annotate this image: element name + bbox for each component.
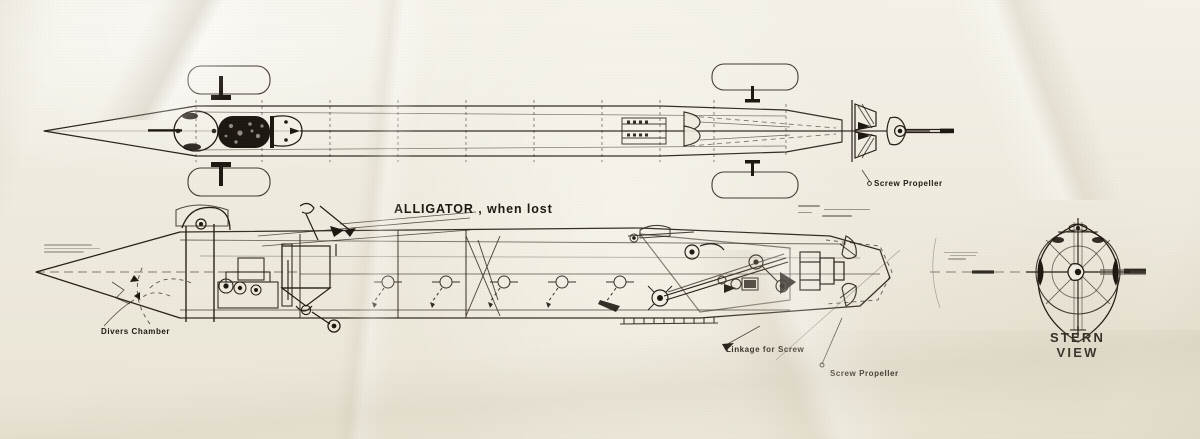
stern-view-caption: STERN VIEW bbox=[1050, 330, 1105, 360]
plan-view-top bbox=[43, 63, 954, 199]
annotation-linkage-for-screw: Linkage for Screw bbox=[726, 345, 805, 354]
stern-view bbox=[930, 218, 1146, 343]
stern-view-caption-line2: VIEW bbox=[1056, 345, 1099, 360]
stern-view-caption-line1: STERN bbox=[1050, 330, 1106, 345]
annotation-screw-propeller-side: Screw Propeller bbox=[830, 369, 899, 378]
page-title: ALLIGATOR , when lost bbox=[394, 202, 553, 216]
annotation-divers-chamber: Divers Chamber bbox=[101, 327, 171, 336]
oar-port-symbols bbox=[372, 275, 634, 308]
annotation-screw-propeller-top: Screw Propeller bbox=[874, 179, 943, 188]
side-elevation-view bbox=[35, 202, 901, 368]
